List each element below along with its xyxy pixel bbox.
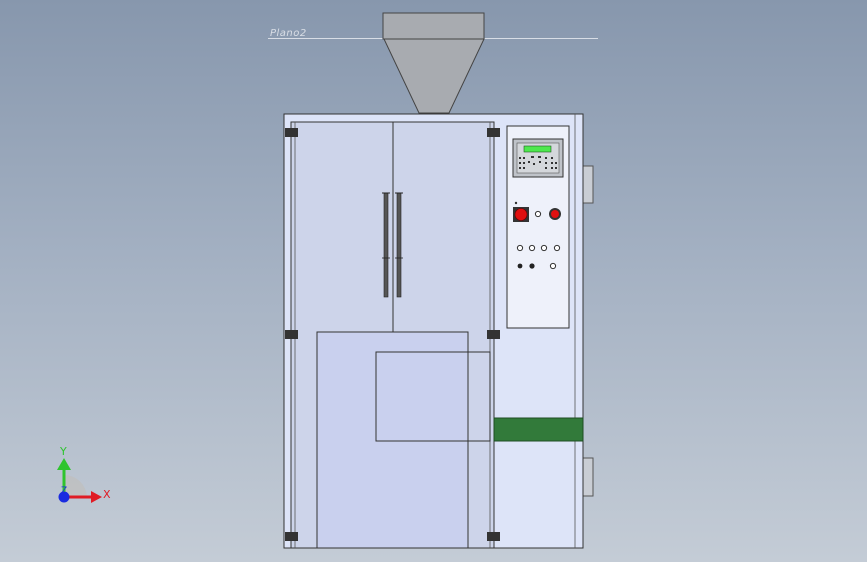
hopper-icon[interactable]: [382, 12, 485, 114]
inspection-window[interactable]: [375, 351, 491, 442]
triad-y-label: Y: [59, 445, 67, 458]
indicator-lamp-row: [516, 244, 561, 252]
side-tab-bottom[interactable]: [581, 457, 594, 497]
hinge-icon: [285, 128, 500, 541]
triad-x-label: X: [103, 488, 111, 501]
door-handle-icon[interactable]: [382, 192, 403, 298]
plane-label: Plano2: [270, 28, 307, 39]
indicator-lamp-icon: [534, 210, 542, 218]
selector-switch-row[interactable]: [517, 262, 557, 270]
axis-triad[interactable]: [57, 458, 102, 503]
red-indicator-button[interactable]: [549, 208, 561, 220]
lower-window-panel[interactable]: [316, 331, 469, 549]
emergency-stop-icon[interactable]: [513, 201, 529, 222]
side-tab-top[interactable]: [581, 165, 594, 204]
triad-z-label: Z: [61, 486, 67, 496]
green-band: [493, 417, 584, 442]
lcd-screen: [523, 145, 552, 153]
lcd-panel-icon[interactable]: [512, 138, 564, 178]
